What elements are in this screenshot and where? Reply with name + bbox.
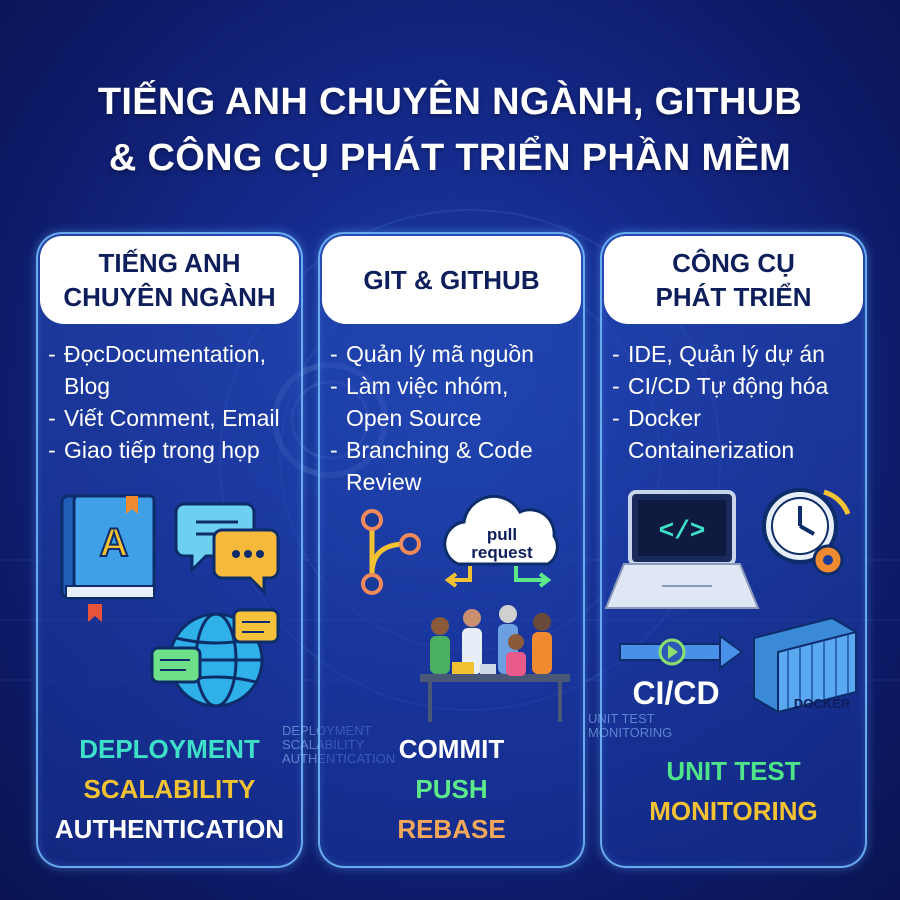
- keyword-rebase: REBASE: [397, 814, 506, 844]
- card-english-heading-line2: CHUYÊN NGÀNH: [63, 282, 276, 312]
- card-dev-tools-illustration: </> CI/CD: [604, 488, 857, 714]
- card-dev-tools-bullets: -IDE, Quản lý dự án -CI/CD Tự động hóa -…: [612, 338, 861, 466]
- card-github-illustration: pull request: [361, 494, 570, 722]
- dictionary-book-icon: A: [60, 494, 156, 622]
- svg-text:A: A: [100, 521, 129, 565]
- git-branch-icon: [361, 509, 421, 595]
- cicd-pipeline-icon: [619, 634, 744, 670]
- card-english-illustration: A: [60, 494, 280, 708]
- card-dev-tools-heading-line2: PHÁT TRIỂN: [655, 282, 812, 312]
- cicd-label: CI/CD: [632, 675, 719, 711]
- list-item: -IDE, Quản lý dự án: [612, 341, 825, 367]
- pull-request-cloud-icon: pull request: [443, 494, 559, 588]
- laptop-code-icon: </>: [604, 490, 760, 609]
- card-english-bullets: -ĐọcDocumentation, Blog -Viết Comment, E…: [48, 338, 297, 466]
- team-collaboration-icon: [420, 605, 570, 722]
- faint-keywords-3: UNIT TEST MONITORING: [588, 711, 673, 740]
- keyword-push: PUSH: [415, 774, 488, 804]
- card-github: GIT & GITHUB -Quản lý mã nguồn -Làm việc…: [318, 232, 585, 868]
- page-title-line1: TIẾNG ANH CHUYÊN NGÀNH, GITHUB: [97, 81, 803, 123]
- list-item: -Giao tiếp trong họp: [48, 437, 260, 463]
- svg-text:request: request: [471, 543, 533, 562]
- card-english: TIẾNG ANH CHUYÊN NGÀNH -ĐọcDocumentation…: [36, 232, 395, 868]
- svg-text:</>: </>: [659, 516, 706, 546]
- keyword-deployment: DEPLOYMENT: [79, 734, 260, 764]
- keyword-scalability: SCALABILITY: [83, 774, 256, 804]
- clock-gear-icon: [762, 488, 851, 576]
- list-item: -Viết Comment, Email: [48, 405, 280, 431]
- page-title-line2: & CÔNG CỤ PHÁT TRIỂN PHẦN MỀM: [108, 137, 792, 179]
- card-dev-tools-heading-line1: CÔNG CỤ: [672, 248, 795, 278]
- card-dev-tools-heading: CÔNG CỤ PHÁT TRIỂN: [604, 236, 863, 324]
- list-item: -Quản lý mã nguồn: [330, 341, 534, 367]
- page-title: TIẾNG ANH CHUYÊN NGÀNH, GITHUB & CÔNG CỤ…: [0, 74, 900, 186]
- globe-icon: [150, 608, 280, 708]
- card-github-bullets: -Quản lý mã nguồn -Làm việc nhóm, Open S…: [330, 338, 579, 498]
- keyword-monitoring: MONITORING: [649, 796, 818, 826]
- keyword-commit: COMMIT: [398, 734, 505, 764]
- list-item: -Docker Containerization: [612, 405, 795, 463]
- list-item: -Làm việc nhóm, Open Source: [330, 373, 509, 431]
- docker-container-icon: DOCKER: [753, 616, 857, 714]
- svg-text:DOCKER: DOCKER: [794, 696, 851, 711]
- card-github-heading-line1: GIT & GITHUB: [363, 265, 540, 295]
- chat-bubbles-icon: [174, 502, 280, 596]
- card-dev-tools: CÔNG CỤ PHÁT TRIỂN -IDE, Quản lý dự án -…: [588, 232, 867, 868]
- list-item: -CI/CD Tự động hóa: [612, 373, 829, 399]
- keyword-authentication: AUTHENTICATION: [54, 814, 285, 844]
- keyword-unit-test: UNIT TEST: [666, 756, 801, 786]
- list-item: -Branching & Code Review: [330, 437, 533, 495]
- card-english-heading-line1: TIẾNG ANH: [98, 248, 241, 278]
- card-english-heading: TIẾNG ANH CHUYÊN NGÀNH: [40, 236, 299, 324]
- list-item: -ĐọcDocumentation, Blog: [48, 341, 266, 399]
- svg-text:pull: pull: [487, 525, 517, 544]
- card-github-heading: GIT & GITHUB: [322, 236, 581, 324]
